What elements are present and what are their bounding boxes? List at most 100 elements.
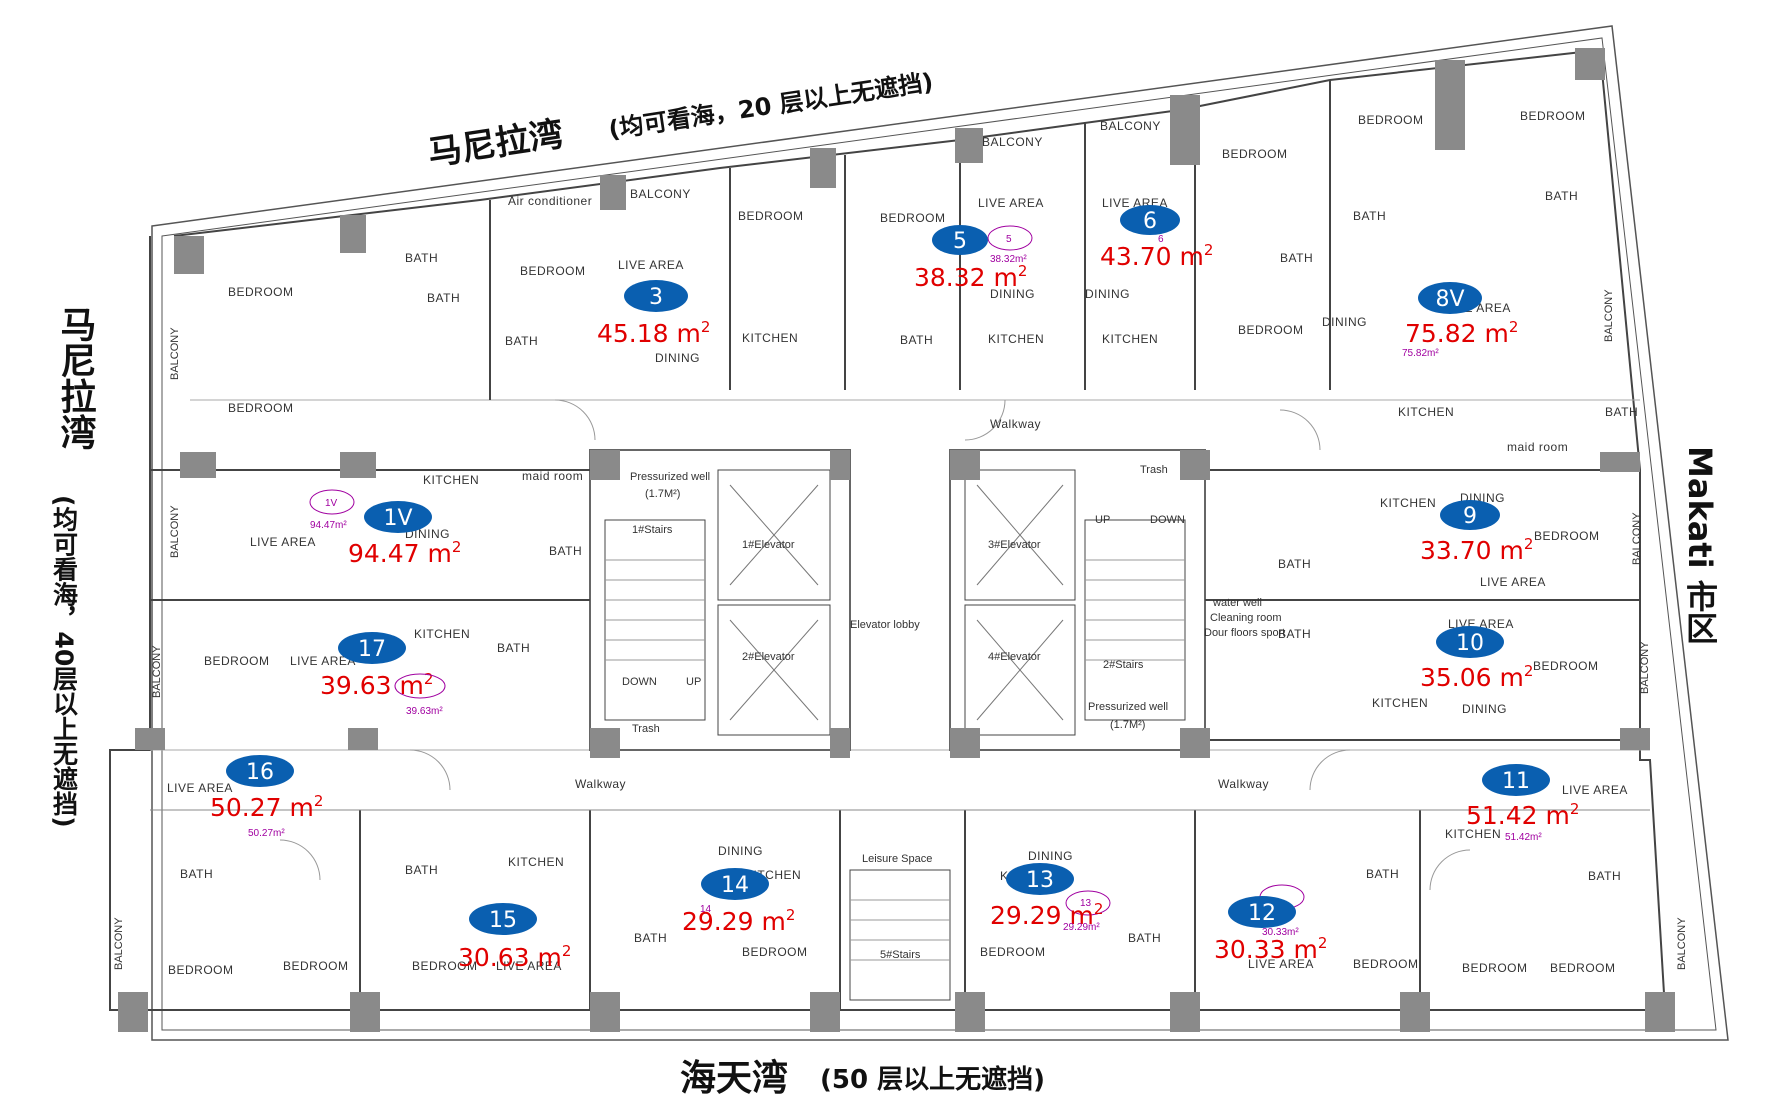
unit-17[interactable]: 17 39.63 m2 39.63m² <box>320 632 446 717</box>
unit-badge <box>1440 500 1500 530</box>
room-bedroom: BEDROOM <box>1520 109 1586 123</box>
unit-sub-area: 29.29m² <box>1063 922 1100 933</box>
unit-area: 75.82 m2 <box>1405 318 1518 348</box>
door-swings <box>279 399 1471 891</box>
unit-16[interactable]: 16 50.27 m2 50.27m² <box>210 755 323 839</box>
unit-area: 35.06 m2 <box>1420 662 1533 692</box>
stairs-2-label: 2#Stairs <box>1103 659 1144 671</box>
room-live-area: LIVE AREA <box>978 196 1044 210</box>
unit-badge <box>469 903 537 935</box>
room-balcony: BALCONY <box>1603 289 1615 342</box>
unit-15[interactable]: 15 30.63 m2 <box>458 903 571 972</box>
unit-11[interactable]: 11 51.42 m2 51.42m² <box>1466 764 1579 843</box>
unit-tag-outline <box>1065 890 1111 916</box>
stairs-1-label: 1#Stairs <box>632 524 673 536</box>
unit-tag: 6 <box>1158 234 1164 245</box>
room-labels-right: KITCHEN DINING BEDROOM BATH LIVE AREA BA… <box>1218 491 1628 975</box>
room-dining: DINING <box>1322 315 1367 329</box>
unit-10[interactable]: 10 35.06 m2 <box>1420 626 1533 692</box>
room-bedroom: BEDROOM <box>204 654 270 668</box>
unit-number: 11 <box>1502 769 1530 794</box>
unit-area: 43.70 m2 <box>1100 241 1213 271</box>
unit-number: 13 <box>1026 868 1054 893</box>
stair-treads <box>605 559 1185 961</box>
room-balcony: BALCONY <box>982 135 1043 149</box>
room-kitchen: KITCHEN <box>1102 332 1158 346</box>
room-kitchen: KITCHEN <box>423 473 479 487</box>
edge-left-title: 马尼拉湾 <box>55 306 97 450</box>
structural-columns <box>118 48 1675 1032</box>
unit-badge <box>226 755 294 787</box>
room-dining: DINING <box>1462 702 1507 716</box>
unit-tag: 5 <box>1006 234 1012 245</box>
core-labels: Pressurized well (1.7M²) 1#Stairs 1#Elev… <box>622 464 1285 961</box>
unit-6[interactable]: 6 6 43.70 m2 <box>1100 205 1213 271</box>
unit-badge <box>624 280 688 312</box>
unit-number: 1V <box>383 506 412 531</box>
edge-right-title: Makati 市区 <box>1681 446 1719 644</box>
room-dining: DINING <box>990 287 1035 301</box>
stairs-3-label: 5#Stairs <box>880 949 921 961</box>
elevator-3-label: 3#Elevator <box>988 539 1041 551</box>
unit-sub-area: 39.63m² <box>406 706 443 717</box>
room-live-area: LIVE AREA <box>250 535 316 549</box>
room-balcony: BALCONY <box>1100 119 1161 133</box>
room-bath: BATH <box>1278 557 1311 571</box>
unit-sub-area: 50.27m² <box>248 828 285 839</box>
room-live-area: LIVE AREA <box>1562 783 1628 797</box>
unit-number: 8V <box>1435 287 1464 312</box>
up-label: UP <box>1095 514 1110 526</box>
elevator-1-label: 1#Elevator <box>742 539 795 551</box>
room-bedroom: BEDROOM <box>412 959 478 973</box>
unit-12[interactable]: 12 30.33m² 30.33 m2 <box>1214 884 1327 964</box>
unit-badge <box>1228 896 1296 928</box>
unit-badge <box>1006 863 1074 895</box>
unit-number: 15 <box>489 908 517 933</box>
room-live-area: LIVE AREA <box>1480 575 1546 589</box>
floors-sport-label: Dour floors sport <box>1204 627 1285 639</box>
room-bath: BATH <box>549 544 582 558</box>
unit-area: 30.63 m2 <box>458 942 571 972</box>
unit-9[interactable]: 9 33.70 m2 <box>1420 500 1533 565</box>
pressurized-well-label: Pressurized well <box>1088 701 1168 713</box>
room-bedroom: BEDROOM <box>1358 113 1424 127</box>
unit-1v[interactable]: 1V 94.47m² 1V 94.47 m2 <box>309 489 461 568</box>
pressurized-well-label: Pressurized well <box>630 471 710 483</box>
room-bath: BATH <box>900 333 933 347</box>
unit-badge <box>1482 764 1550 796</box>
room-air-conditioner: Air conditioner <box>508 194 592 208</box>
unit-tag-outline <box>394 673 446 699</box>
edge-top-note: (均可看海，20 层以上无遮挡) <box>607 68 935 144</box>
room-bath: BATH <box>1128 931 1161 945</box>
unit-3[interactable]: 3 45.18 m2 <box>597 280 710 348</box>
room-balcony: BALCONY <box>169 327 181 380</box>
unit-number: 9 <box>1463 504 1477 529</box>
room-bath: BATH <box>634 931 667 945</box>
room-bedroom: BEDROOM <box>880 211 946 225</box>
unit-14[interactable]: 14 14 29.29 m2 <box>682 868 795 936</box>
unit-8v[interactable]: 8V 75.82 m2 75.82m² <box>1402 282 1518 359</box>
room-bath: BATH <box>505 334 538 348</box>
unit-number: 6 <box>1143 209 1157 234</box>
unit-5[interactable]: 5 5 38.32m² 38.32 m2 <box>914 225 1033 292</box>
unit-area: 51.42 m2 <box>1466 800 1579 830</box>
unit-badge <box>1120 205 1180 235</box>
unit-area: 38.32 m2 <box>914 262 1027 292</box>
unit-number: 17 <box>358 637 386 662</box>
unit-13[interactable]: 13 13 29.29 m2 29.29m² <box>990 863 1111 933</box>
unit-number: 16 <box>246 760 274 785</box>
unit-area: 94.47 m2 <box>348 538 461 568</box>
unit-sub-area: 38.32m² <box>990 254 1027 265</box>
unit-area: 30.33 m2 <box>1214 934 1327 964</box>
unit-badge <box>1418 282 1482 314</box>
room-bath: BATH <box>1545 189 1578 203</box>
balcony-labels: BALCONY BALCONY BALCONY BALCONY BALCONY … <box>113 289 1688 970</box>
unit-sub-area: 94.47m² <box>310 520 347 531</box>
room-walkway: Walkway <box>575 777 626 791</box>
room-bath: BATH <box>180 867 213 881</box>
room-bedroom: BEDROOM <box>283 959 349 973</box>
trash-label: Trash <box>632 723 660 735</box>
unit-area: 45.18 m2 <box>597 318 710 348</box>
edge-left-note: (均可看海，40层以上无遮挡) <box>50 495 79 828</box>
room-bedroom: BEDROOM <box>1462 961 1528 975</box>
